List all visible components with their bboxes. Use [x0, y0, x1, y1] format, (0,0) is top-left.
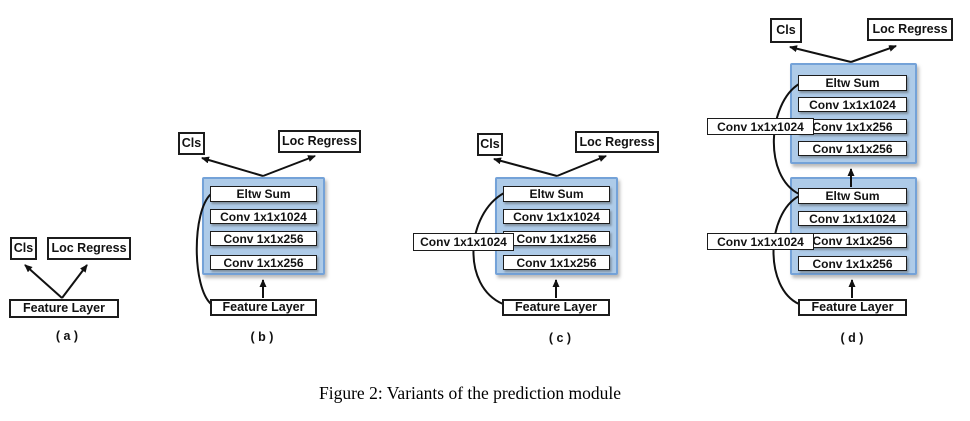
loc-regress-box-b: Loc Regress	[278, 130, 361, 153]
loc-regress-box-d: Loc Regress	[867, 18, 953, 41]
eltw-sum-box-d-lower: Eltw Sum	[798, 188, 907, 204]
conv-1x1x256-box-d-lower-2: Conv 1x1x256	[798, 256, 907, 271]
cls-box-a: Cls	[10, 237, 37, 260]
skip-conv-1x1x1024-box-d-lower: Conv 1x1x1024	[707, 233, 814, 250]
feature-layer-box-a: Feature Layer	[9, 299, 119, 318]
conv-1x1x1024-box-d-upper: Conv 1x1x1024	[798, 97, 907, 112]
conv-1x1x256-box-d-lower-1: Conv 1x1x256	[798, 233, 907, 248]
eltw-sum-box-c: Eltw Sum	[503, 186, 610, 202]
feature-layer-box-b: Feature Layer	[210, 299, 317, 316]
conv-1x1x1024-box-d-lower: Conv 1x1x1024	[798, 211, 907, 226]
subfigure-label-a: ( a )	[55, 329, 79, 343]
feature-layer-box-d: Feature Layer	[798, 299, 907, 316]
feature-layer-box-c: Feature Layer	[502, 299, 610, 316]
eltw-sum-box-b: Eltw Sum	[210, 186, 317, 202]
loc-regress-box-c: Loc Regress	[575, 131, 659, 153]
conv-1x1x1024-box-b: Conv 1x1x1024	[210, 209, 317, 224]
cls-box-d: Cls	[770, 18, 802, 43]
skip-conv-1x1x1024-box-c: Conv 1x1x1024	[413, 233, 514, 251]
figure-caption: Figure 2: Variants of the prediction mod…	[319, 383, 621, 403]
conv-1x1x256-box-d-upper-1: Conv 1x1x256	[798, 119, 907, 134]
conv-1x1x256-box-c-1: Conv 1x1x256	[503, 231, 610, 246]
conv-1x1x256-box-c-2: Conv 1x1x256	[503, 255, 610, 270]
conv-1x1x256-box-b-1: Conv 1x1x256	[210, 231, 317, 246]
cls-box-c: Cls	[477, 133, 503, 156]
eltw-sum-box-d-upper: Eltw Sum	[798, 75, 907, 91]
cls-box-b: Cls	[178, 132, 205, 155]
subfigure-label-d: ( d )	[840, 331, 864, 345]
skip-conv-1x1x1024-box-d-upper: Conv 1x1x1024	[707, 118, 814, 135]
conv-1x1x256-box-b-2: Conv 1x1x256	[210, 255, 317, 270]
subfigure-label-c: ( c )	[548, 331, 572, 345]
conv-1x1x1024-box-c: Conv 1x1x1024	[503, 209, 610, 224]
loc-regress-box-a: Loc Regress	[47, 237, 131, 260]
subfigure-label-b: ( b )	[250, 330, 274, 344]
conv-1x1x256-box-d-upper-2: Conv 1x1x256	[798, 141, 907, 156]
